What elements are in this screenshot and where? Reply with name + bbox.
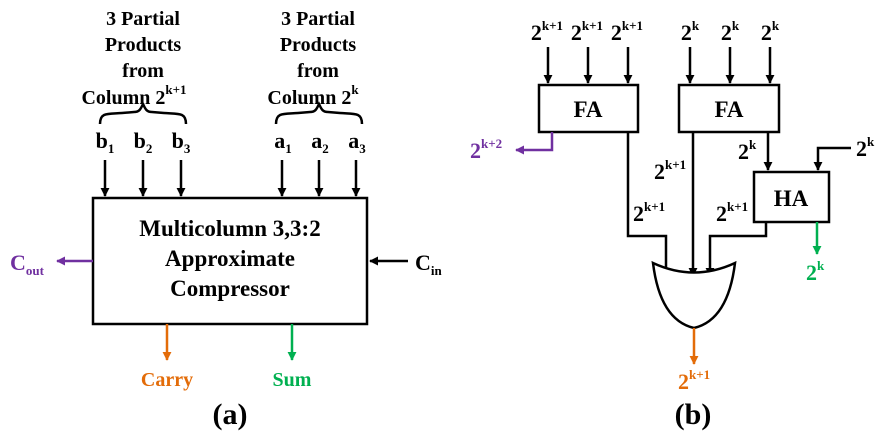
right-group-sup: k bbox=[351, 82, 359, 97]
fa-left-carry-label: 2k+2 bbox=[470, 136, 502, 163]
right-group-line3: from bbox=[297, 60, 339, 82]
fa-left-input-2: 2k+1 bbox=[571, 18, 603, 45]
input-arrows-b bbox=[543, 47, 775, 84]
right-group-line2: Products bbox=[280, 34, 357, 56]
fa-right-carry-label: 2k+1 bbox=[654, 157, 686, 184]
block-line2: Approximate bbox=[165, 246, 295, 271]
left-group-line3: from bbox=[122, 60, 164, 82]
input-b2: b2 bbox=[134, 128, 153, 156]
ha-to-or-label: 2k+1 bbox=[716, 199, 748, 226]
fa-left-block bbox=[537, 83, 640, 134]
ha-to-or-wire bbox=[705, 222, 768, 277]
right-brace bbox=[274, 101, 364, 125]
carry-label: Carry bbox=[141, 369, 193, 391]
input-a1: a1 bbox=[274, 128, 292, 156]
or-output-label: 2k+1 bbox=[678, 367, 710, 394]
input-b3: b3 bbox=[172, 128, 191, 156]
block-line1: Multicolumn 3,3:2 bbox=[139, 216, 320, 241]
input-b1: b1 bbox=[96, 128, 115, 156]
left-group-sup: k+1 bbox=[165, 82, 186, 97]
cout-label: Cout bbox=[10, 250, 45, 278]
fa-right-sum-label: 2k bbox=[738, 137, 757, 164]
ha-input-wire bbox=[813, 146, 851, 171]
ha-label: HA bbox=[774, 186, 809, 211]
input-a3: a3 bbox=[348, 128, 366, 156]
fa-right-label: FA bbox=[715, 97, 744, 122]
cin-label: Cin bbox=[415, 250, 443, 278]
right-group-label: 3 Partial Products from Column 2k bbox=[267, 8, 359, 109]
fa-left-input-3: 2k+1 bbox=[611, 18, 643, 45]
panel-a: 3 Partial Products from Column 2k+1 3 Pa… bbox=[10, 8, 443, 431]
left-brace bbox=[98, 101, 188, 125]
caption-b: (b) bbox=[675, 398, 712, 431]
ha-sum-label: 2k bbox=[806, 258, 825, 285]
fa-left-input-1: 2k+1 bbox=[531, 18, 563, 45]
block-line3: Compressor bbox=[170, 276, 290, 301]
fa-left-to-or-wire bbox=[626, 132, 671, 277]
left-group-line2: Products bbox=[105, 34, 182, 56]
left-group-line4: Column 2k+1 bbox=[81, 82, 186, 109]
left-group-line1: 3 Partial bbox=[106, 8, 180, 30]
fa-left-to-or-label: 2k+1 bbox=[633, 199, 665, 226]
right-group-line1: 3 Partial bbox=[281, 8, 355, 30]
caption-a: (a) bbox=[213, 398, 248, 431]
input-a2: a2 bbox=[311, 128, 329, 156]
or-gate bbox=[651, 260, 737, 330]
fa-right-input-1: 2k bbox=[681, 18, 700, 45]
fa-right-input-2: 2k bbox=[721, 18, 740, 45]
fa-left-label: FA bbox=[574, 97, 603, 122]
sum-label: Sum bbox=[273, 369, 312, 391]
input-arrows-a bbox=[100, 160, 361, 197]
left-group-label: 3 Partial Products from Column 2k+1 bbox=[81, 8, 186, 109]
fa-right-input-3: 2k bbox=[761, 18, 780, 45]
fa-right-block bbox=[677, 83, 781, 134]
ha-block bbox=[752, 170, 831, 224]
fa-left-carry-arrow bbox=[515, 132, 554, 155]
right-group-line4: Column 2k bbox=[267, 82, 359, 109]
ha-input-label: 2k bbox=[856, 134, 875, 161]
panel-b: 2k+1 2k+1 2k+1 2k 2k 2k FA FA 2k+2 2k+1 … bbox=[470, 18, 875, 431]
